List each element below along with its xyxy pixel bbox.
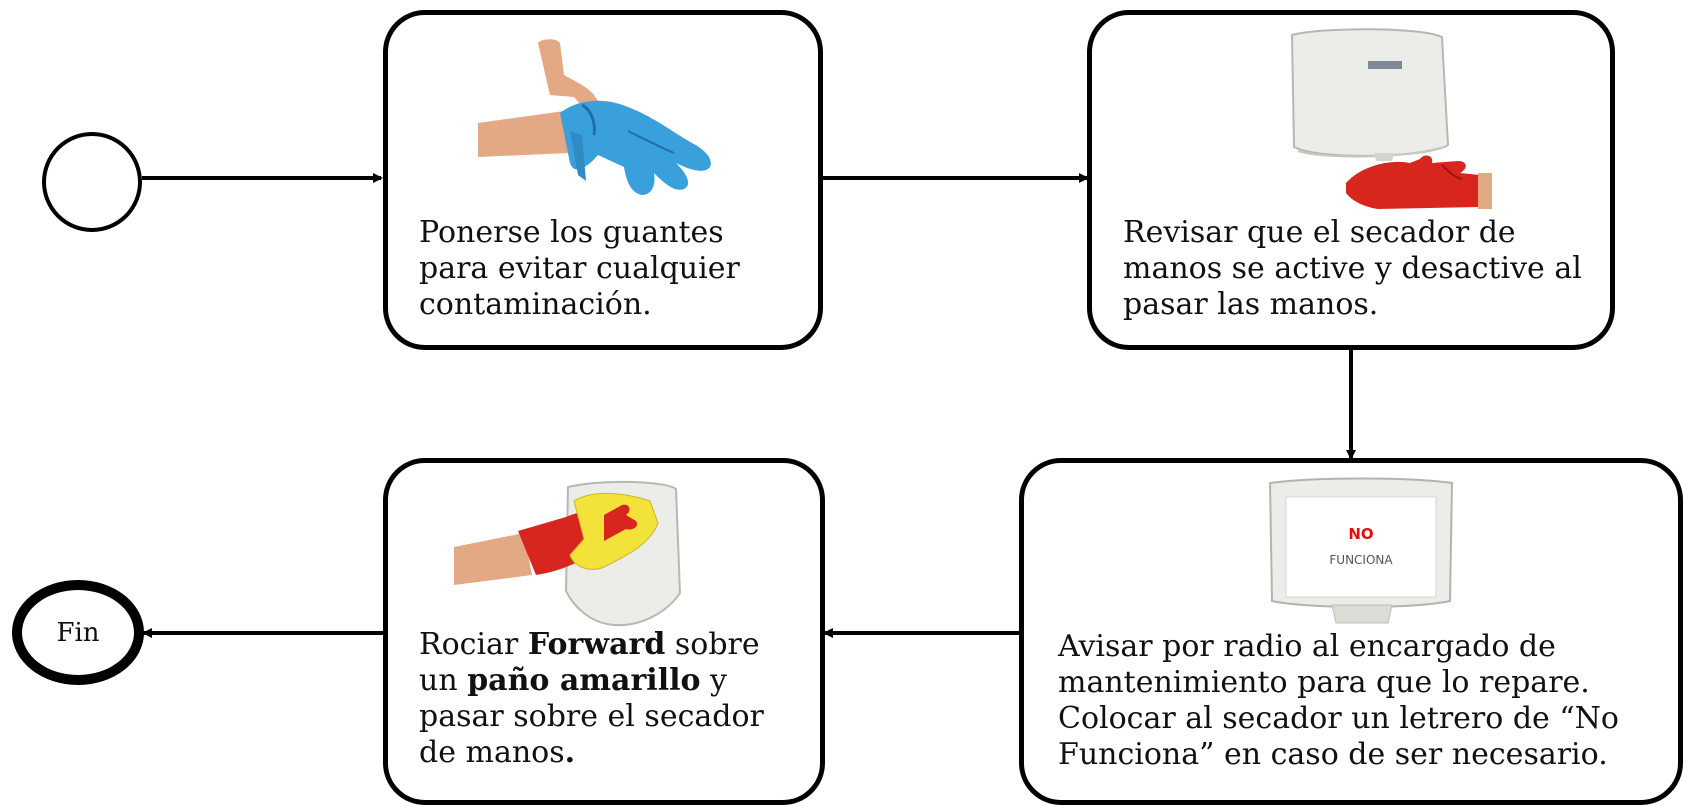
step-text-fragment: sobre un	[419, 627, 760, 698]
step-text-fragment: Revisar que el secador de manos se activ…	[1123, 215, 1582, 322]
end-event-label: Fin	[56, 617, 100, 648]
cleaning-dryer-illustration	[454, 475, 694, 633]
dryer-check-illustration	[1282, 27, 1492, 212]
step-text-fragment: y pasar sobre el secador de manos	[419, 663, 764, 770]
step-text-fragment: Avisar por radio al encargado de manteni…	[1058, 629, 1619, 772]
sign-line-1: NO	[1348, 525, 1373, 543]
step-clean-dryer: Rociar Forward sobre un paño amarillo y …	[383, 458, 825, 805]
step-put-on-gloves: Ponerse los guantes para evitar cualquie…	[383, 10, 823, 350]
step-text-fragment: paño amarillo	[467, 663, 701, 698]
step-put-on-gloves-text: Ponerse los guantes para evitar cualquie…	[419, 215, 759, 323]
step-check-dryer: Revisar que el secador de manos se activ…	[1087, 10, 1615, 350]
step-notify-maintenance: NO FUNCIONA Avisar por radio al encargad…	[1019, 458, 1683, 805]
end-event: Fin	[12, 580, 144, 685]
start-event	[42, 132, 142, 232]
step-text-fragment: Rociar	[419, 627, 528, 662]
step-notify-maintenance-text: Avisar por radio al encargado de manteni…	[1058, 629, 1668, 773]
step-text-fragment: Ponerse los guantes para evitar cualquie…	[419, 215, 740, 322]
out-of-order-dryer-illustration: NO FUNCIONA	[1264, 477, 1459, 629]
step-clean-dryer-text: Rociar Forward sobre un paño amarillo y …	[419, 627, 779, 771]
step-text-fragment: .	[564, 735, 576, 770]
gloves-illustration	[478, 35, 718, 205]
sign-line-2: FUNCIONA	[1329, 553, 1393, 567]
step-text-fragment: Forward	[527, 627, 666, 662]
step-check-dryer-text: Revisar que el secador de manos se activ…	[1123, 215, 1593, 323]
